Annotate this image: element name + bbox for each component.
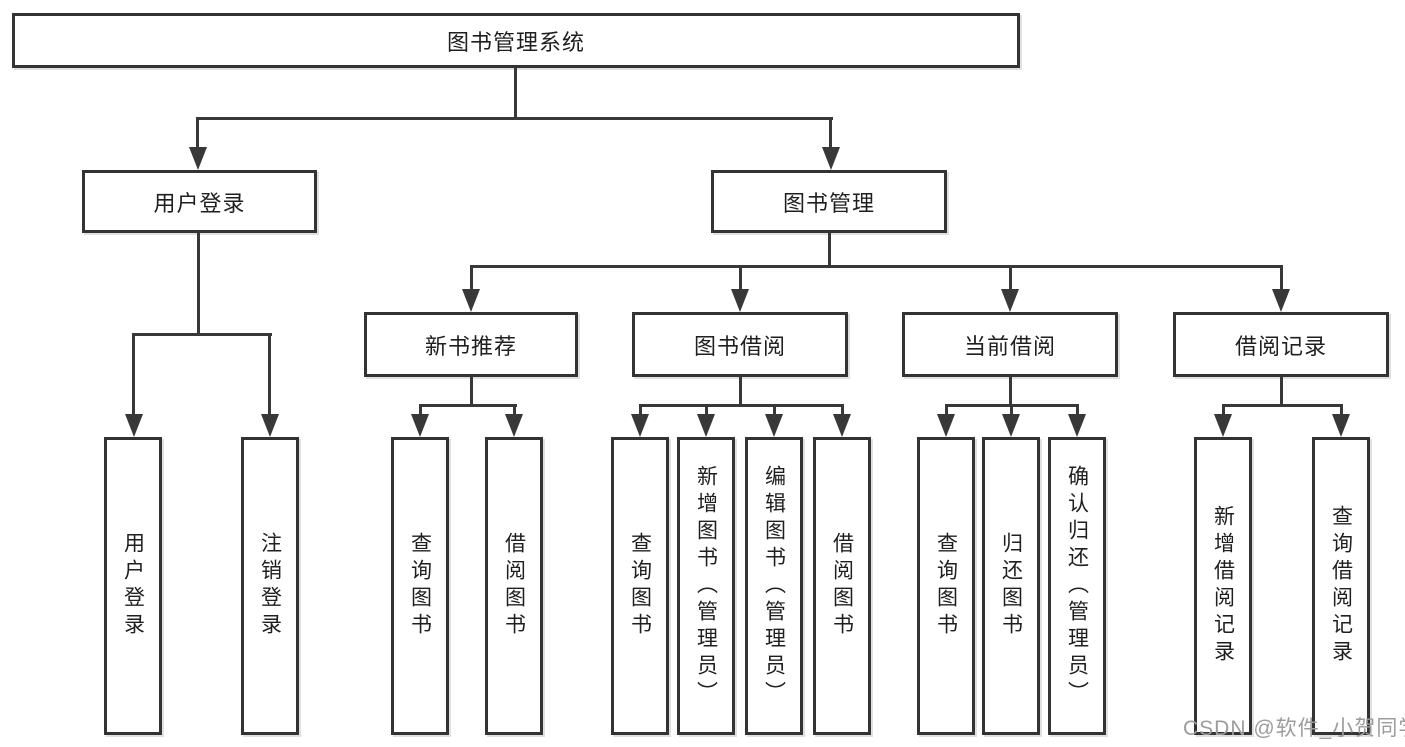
arrow-down-icon (1001, 289, 1019, 312)
leaf-borrow-books-1-label: 借阅图书 (502, 532, 526, 640)
arrow-down-icon (411, 414, 429, 437)
arrow-down-icon (261, 414, 279, 437)
connector-login-horizontal (132, 333, 272, 336)
leaf-query-borrow-record-label: 查询借阅记录 (1329, 505, 1353, 667)
connector-g1-vertical (470, 377, 473, 407)
connector-g1-horizontal (419, 404, 517, 407)
connector-new-books-shaft (470, 265, 473, 296)
leaf-confirm-return-admin-label: 确认归还（管理员） (1065, 464, 1089, 708)
node-book-borrowing-label: 图书借阅 (693, 333, 786, 359)
arrow-down-icon (765, 414, 783, 437)
leaf-add-books-admin: 新增图书（管理员） (677, 437, 735, 735)
arrow-down-icon (462, 289, 480, 312)
leaf-query-books-3: 查询图书 (917, 437, 975, 735)
leaf-borrow-books-1: 借阅图书 (485, 437, 543, 735)
node-user-login: 用户登录 (82, 170, 317, 233)
arrow-down-icon (189, 147, 207, 170)
node-root: 图书管理系统 (12, 13, 1020, 68)
connector-leaf-logout-shaft (268, 333, 271, 418)
arrow-down-icon (937, 414, 955, 437)
connector-g4-leaf1-shaft (1222, 404, 1225, 420)
connector-g2-leaf1-shaft (639, 404, 642, 420)
connector-g2-horizontal (639, 404, 844, 407)
node-user-login-label: 用户登录 (153, 190, 246, 216)
connector-mgmt-horizontal (470, 265, 1283, 268)
arrow-down-icon (697, 414, 715, 437)
connector-g3-leaf3-shaft (1076, 404, 1079, 420)
arrow-down-icon (1214, 414, 1232, 437)
leaf-borrow-books-2: 借阅图书 (813, 437, 871, 735)
connector-mgmt-vertical (828, 233, 831, 268)
node-book-management: 图书管理 (711, 170, 947, 233)
csdn-watermark: CSDN @软件_小贺同学 (1183, 717, 1405, 740)
arrow-down-icon (1002, 414, 1020, 437)
leaf-add-books-admin-label: 新增图书（管理员） (694, 464, 718, 708)
leaf-logout: 注销登录 (241, 437, 299, 735)
leaf-user-login-label: 用户登录 (121, 532, 145, 640)
arrow-down-icon (631, 414, 649, 437)
arrow-down-icon (505, 414, 523, 437)
connector-g3-leaf2-shaft (1010, 404, 1013, 420)
arrow-down-icon (833, 414, 851, 437)
arrow-down-icon (822, 147, 840, 170)
node-new-book-recommend: 新书推荐 (364, 312, 578, 377)
leaf-edit-books-admin-label: 编辑图书（管理员） (762, 464, 786, 708)
connector-g2-leaf4-shaft (841, 404, 844, 420)
connector-current-borrow-shaft (1009, 265, 1012, 296)
connector-g2-vertical (739, 377, 742, 407)
leaf-borrow-books-2-label: 借阅图书 (830, 532, 854, 640)
connector-g4-horizontal (1222, 404, 1343, 407)
node-book-management-label: 图书管理 (782, 190, 875, 216)
arrow-down-icon (1272, 289, 1290, 312)
connector-g1-leaf1-shaft (419, 404, 422, 420)
leaf-confirm-return-admin: 确认归还（管理员） (1048, 437, 1106, 735)
connector-root-horizontal (196, 117, 833, 120)
arrow-down-icon (1068, 414, 1086, 437)
connector-user-login-shaft (196, 117, 199, 154)
leaf-query-borrow-record: 查询借阅记录 (1312, 437, 1370, 735)
connector-borrow-records-shaft (1280, 265, 1283, 296)
leaf-query-books-2: 查询图书 (611, 437, 669, 735)
node-new-book-recommend-label: 新书推荐 (424, 333, 517, 359)
leaf-logout-label: 注销登录 (258, 532, 282, 640)
arrow-down-icon (1332, 414, 1350, 437)
leaf-add-borrow-record-label: 新增借阅记录 (1211, 505, 1235, 667)
leaf-add-borrow-record: 新增借阅记录 (1194, 437, 1252, 735)
leaf-query-books-1-label: 查询图书 (408, 532, 432, 640)
connector-login-vertical (197, 233, 200, 335)
connector-g4-leaf2-shaft (1340, 404, 1343, 420)
connector-g3-leaf1-shaft (945, 404, 948, 420)
leaf-user-login: 用户登录 (104, 437, 162, 735)
node-borrow-records: 借阅记录 (1173, 312, 1389, 377)
connector-g1-leaf2-shaft (513, 404, 516, 420)
connector-root-vertical (514, 68, 517, 120)
connector-g3-vertical (1009, 377, 1012, 407)
leaf-query-books-1: 查询图书 (391, 437, 449, 735)
leaf-query-books-2-label: 查询图书 (628, 532, 652, 640)
connector-book-mgmt-shaft (829, 117, 832, 154)
arrow-down-icon (731, 289, 749, 312)
node-borrow-records-label: 借阅记录 (1234, 333, 1327, 359)
connector-leaf-login-shaft (132, 333, 135, 418)
node-current-borrowing-label: 当前借阅 (963, 333, 1056, 359)
leaf-return-books-label: 归还图书 (999, 532, 1023, 640)
connector-book-borrow-shaft (739, 265, 742, 296)
leaf-query-books-3-label: 查询图书 (934, 532, 958, 640)
node-current-borrowing: 当前借阅 (902, 312, 1118, 377)
node-root-label: 图书管理系统 (446, 29, 585, 55)
connector-g2-leaf3-shaft (773, 404, 776, 420)
connector-g2-leaf2-shaft (705, 404, 708, 420)
node-book-borrowing: 图书借阅 (632, 312, 848, 377)
leaf-edit-books-admin: 编辑图书（管理员） (745, 437, 803, 735)
leaf-return-books: 归还图书 (982, 437, 1040, 735)
arrow-down-icon (125, 414, 143, 437)
connector-g4-vertical (1280, 377, 1283, 407)
